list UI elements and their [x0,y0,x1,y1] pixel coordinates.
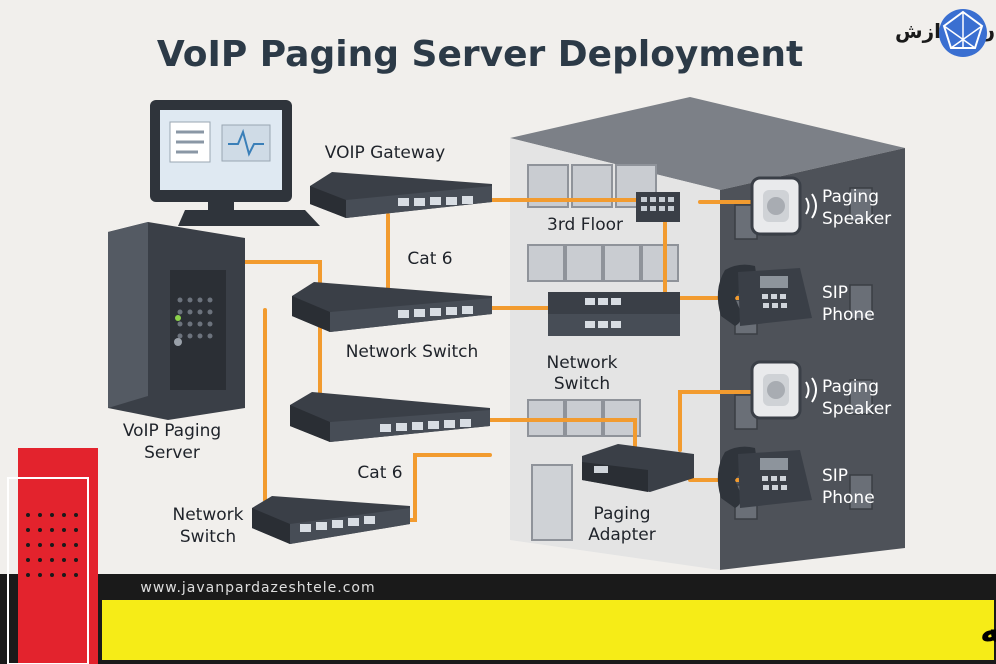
title-banner [102,600,994,660]
cable-bottom-switch [408,453,492,522]
label-paging-adapter-line2: Adapter [588,525,655,545]
floor-panel-icon [636,192,680,222]
label-phone1-line1: SIP [822,283,848,303]
building-roof [510,97,905,190]
paging-adapter-icon [582,444,694,492]
label-phone1-line2: Phone [822,305,875,325]
paging-speaker-2-icon [750,360,817,420]
network-switch-bottom-icon [252,496,410,544]
sip-phone-1-icon [717,264,812,326]
brand-logo: جوان پردازش [895,9,996,57]
label-speaker1-line2: Speaker [822,209,891,229]
label-speaker1-line1: Paging [822,187,879,207]
cable-server-switches [243,260,322,397]
banner-text: مراحل نصب و راه‌اندازی در ساختمان‌های چن… [980,611,996,651]
diagram-title: VoIP Paging Server Deployment [157,34,803,75]
network-switch-lower-icon [290,392,490,442]
label-server-line2: Server [144,443,200,463]
brand-icon [939,9,987,57]
building-door [531,464,573,541]
server-tower-icon [108,222,245,420]
cable-to-speaker2 [678,390,754,452]
label-cat6-bottom: Cat 6 [357,463,402,483]
label-cat6-top: Cat 6 [407,249,452,269]
label-phone2-line2: Phone [822,488,875,508]
label-voip-gateway: VOIP Gateway [325,143,445,163]
label-3rd-floor: 3rd Floor [547,215,623,235]
brand-url: www.javanpardazeshtele.com [140,580,375,596]
label-paging-adapter-line1: Paging [594,504,651,524]
network-switch-mid-icon [292,282,492,332]
voip-gateway-icon [310,172,492,218]
sip-phone-2-icon [717,446,812,508]
red-decoration [7,448,98,664]
label-building-switch-line2: Switch [554,374,610,394]
monitor-icon [150,100,320,226]
label-phone2-line1: SIP [822,466,848,486]
label-speaker2-line1: Paging [822,377,879,397]
label-network-switch-bottom-line1: Network [173,505,244,525]
paging-speaker-1-icon [750,176,817,236]
label-network-switch-bottom-line2: Switch [180,527,236,547]
label-speaker2-line2: Speaker [822,399,891,419]
label-network-switch-mid: Network Switch [346,342,479,362]
label-building-switch-line1: Network [547,353,618,373]
label-server-line1: VoIP Paging [123,421,221,441]
building-network-switch-icon [548,292,680,336]
